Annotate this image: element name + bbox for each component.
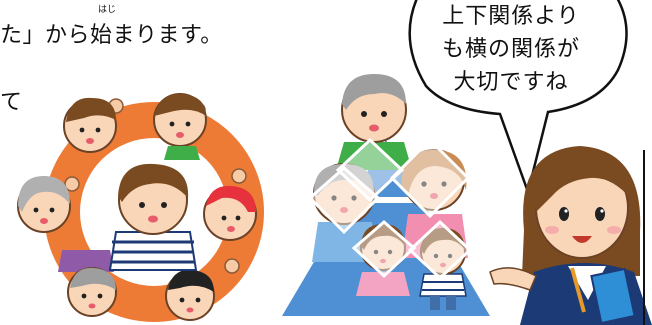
furigana-hajime: はじ <box>98 5 117 15</box>
ring-person-bottom-right <box>165 269 215 321</box>
intro-text-line-1-body: た」から始まります。 <box>0 23 223 44</box>
ring-person-bottom-left <box>58 250 117 317</box>
teacher-character <box>489 146 652 325</box>
pyramid-girl <box>356 224 410 310</box>
intro-text-line-1: はじ た」から始まります。 <box>0 0 250 44</box>
pyramid-grandfather <box>336 74 412 170</box>
people-ring <box>17 93 264 322</box>
ring-person-top-right <box>153 93 207 160</box>
bubble-line-2: も横の関係が <box>441 37 580 62</box>
ring-person-left-grandma <box>17 176 71 233</box>
speech-bubble-text: 上下関係より も横の関係が 大切ですね <box>402 0 620 99</box>
bubble-line-3: 大切ですね <box>453 70 569 95</box>
ring-person-right-red-hat <box>203 185 257 241</box>
bubble-line-1: 上下関係より <box>442 4 580 29</box>
ring-center-child <box>108 163 198 271</box>
ring-person-top-left <box>63 97 117 153</box>
intro-text-line-2: て <box>0 90 23 115</box>
people-pyramid <box>282 74 490 316</box>
pyramid-grandmother <box>312 163 378 262</box>
